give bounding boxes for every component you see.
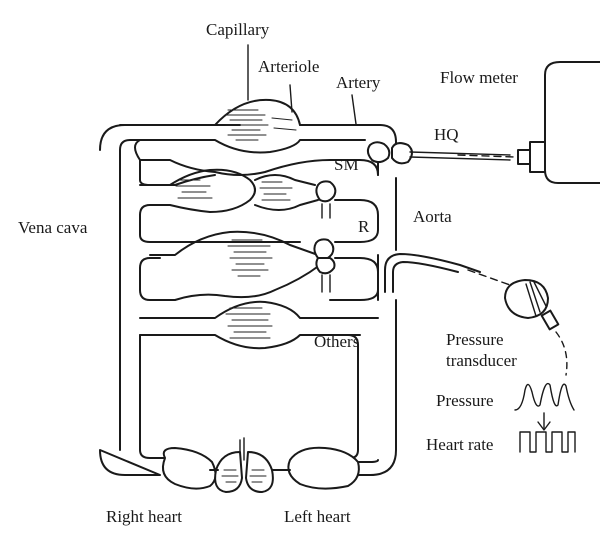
vena-cava-inner-wall — [119, 139, 141, 451]
r-flow-probe — [313, 238, 336, 293]
label-right-heart: Right heart — [106, 507, 182, 526]
others-loop — [139, 334, 359, 459]
label-sm: SM — [334, 155, 359, 174]
label-pressure-transducer-line2: transducer — [446, 351, 517, 370]
r-vessel-upper — [334, 199, 379, 243]
transducer-cable-dashed — [555, 331, 568, 376]
label-artery: Artery — [336, 73, 381, 92]
hq-flow-probe — [366, 141, 511, 165]
sm-bed-hatching — [175, 179, 293, 201]
label-pressure-transducer-line1: Pressure — [446, 330, 504, 349]
label-arteriole: Arteriole — [258, 57, 319, 76]
lower-bed-outline-bottom — [139, 334, 361, 350]
label-others: Others — [314, 332, 359, 351]
sm-bed-outline — [139, 168, 256, 216]
sm-flow-probe — [315, 180, 337, 219]
top-capillary-bed — [119, 98, 381, 126]
label-flow-meter: Flow meter — [440, 68, 518, 87]
sm-bed-right — [254, 174, 319, 211]
pressure-waveform — [514, 382, 575, 411]
pressure-transducer-device — [504, 279, 560, 331]
sm-vessel-upper — [134, 139, 361, 176]
r-return — [139, 257, 161, 269]
label-left-heart: Left heart — [284, 507, 351, 526]
sm-return-loop — [139, 214, 301, 243]
label-r: R — [358, 217, 370, 236]
label-hq: HQ — [434, 125, 459, 144]
vena-cava-outer-wall — [99, 124, 397, 476]
r-bed-upper — [149, 230, 319, 256]
top-capillary-hatching — [224, 109, 297, 141]
left-heart-shape — [287, 446, 360, 490]
flow-meter-device — [517, 61, 600, 184]
r-bed-hatching — [227, 239, 273, 277]
r-bed-outline — [139, 264, 321, 301]
artery-leader — [351, 94, 357, 125]
label-capillary: Capillary — [206, 20, 270, 39]
heart-rate-squarewave — [519, 431, 576, 453]
r-aorta-link — [329, 257, 379, 301]
arteriole-leader — [289, 84, 293, 113]
label-heart-rate: Heart rate — [426, 435, 493, 454]
top-capillary-bed-lower — [139, 139, 366, 154]
waveform-arrow — [537, 412, 551, 431]
label-aorta: Aorta — [413, 207, 452, 226]
label-vena-cava: Vena cava — [18, 218, 88, 237]
label-pressure: Pressure — [436, 391, 494, 410]
sm-aorta-link — [359, 159, 379, 176]
pressure-catheter — [384, 253, 511, 293]
hq-cable-dashed — [457, 154, 516, 158]
right-heart-shape — [162, 447, 217, 490]
lungs-shape — [214, 437, 274, 493]
lower-bed-hatching — [225, 307, 273, 339]
lower-bed-outline-top — [139, 300, 379, 319]
